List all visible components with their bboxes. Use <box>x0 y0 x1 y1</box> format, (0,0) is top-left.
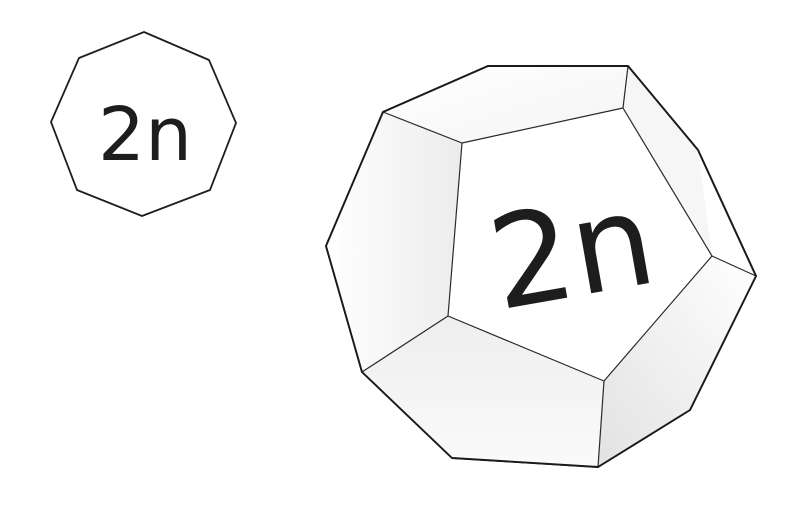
left-face <box>326 112 462 372</box>
edge-top-left <box>382 111 463 144</box>
small-octagon-die: 2n <box>50 31 237 217</box>
small-die-label: 2n <box>98 92 192 178</box>
edge-bottom-right <box>597 380 605 468</box>
dodecahedron-silhouette <box>325 65 757 468</box>
edge-bottom-left <box>361 315 449 373</box>
right-lower-face <box>598 256 756 467</box>
large-die-label: 2n <box>479 165 665 340</box>
edge-top-right <box>622 65 629 109</box>
edge-right <box>711 255 757 277</box>
large-dodecahedron-die: 2n <box>325 65 757 468</box>
right-upper-face <box>623 66 712 256</box>
small-octagon-outline <box>50 31 237 217</box>
front-face <box>447 107 713 382</box>
